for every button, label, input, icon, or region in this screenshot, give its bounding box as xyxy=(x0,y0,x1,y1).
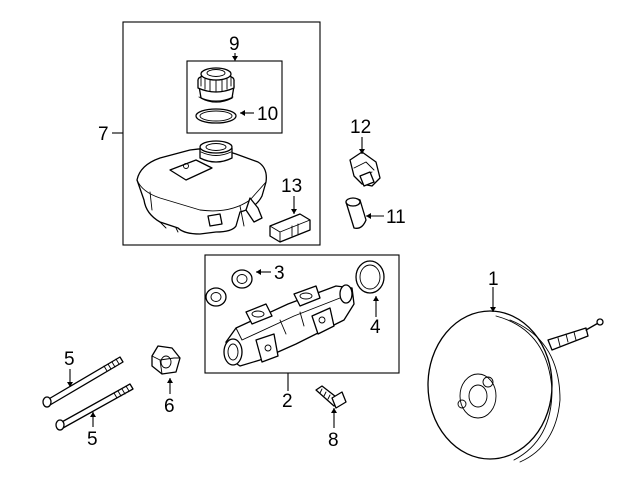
callout-12: 12 xyxy=(350,117,371,138)
callout-3: 3 xyxy=(274,263,285,284)
mounting-bolt-icon xyxy=(315,385,347,409)
cap-seal-icon xyxy=(195,108,237,124)
callout-2: 2 xyxy=(282,391,293,412)
callout-6: 6 xyxy=(164,396,175,417)
level-sensor-icon xyxy=(269,213,311,243)
o-ring-icon xyxy=(355,260,385,294)
callout-4: 4 xyxy=(370,317,381,338)
callout-10: 10 xyxy=(257,104,278,125)
grommet-icon xyxy=(345,197,367,229)
fluid-reservoir-icon xyxy=(136,140,267,235)
hex-nut-icon xyxy=(151,345,181,375)
callout-5-upper: 5 xyxy=(64,349,75,370)
stud-bolt-upper-icon xyxy=(42,356,124,408)
callout-11: 11 xyxy=(386,207,406,228)
callout-7: 7 xyxy=(98,124,109,145)
callout-1: 1 xyxy=(488,269,499,290)
master-cylinder-group-box xyxy=(204,254,400,374)
master-cylinder-icon xyxy=(223,284,355,367)
stud-bolt-lower-icon xyxy=(55,383,134,431)
arrowheads xyxy=(67,56,496,417)
callout-9: 9 xyxy=(229,34,240,55)
reservoir-cap-icon xyxy=(197,67,235,103)
seal-grommets-icon xyxy=(205,269,253,307)
callout-8: 8 xyxy=(328,430,339,451)
brake-booster-icon xyxy=(427,310,604,463)
callout-13: 13 xyxy=(281,176,302,197)
retaining-clip-icon xyxy=(349,151,381,187)
callout-5-lower: 5 xyxy=(87,429,98,450)
